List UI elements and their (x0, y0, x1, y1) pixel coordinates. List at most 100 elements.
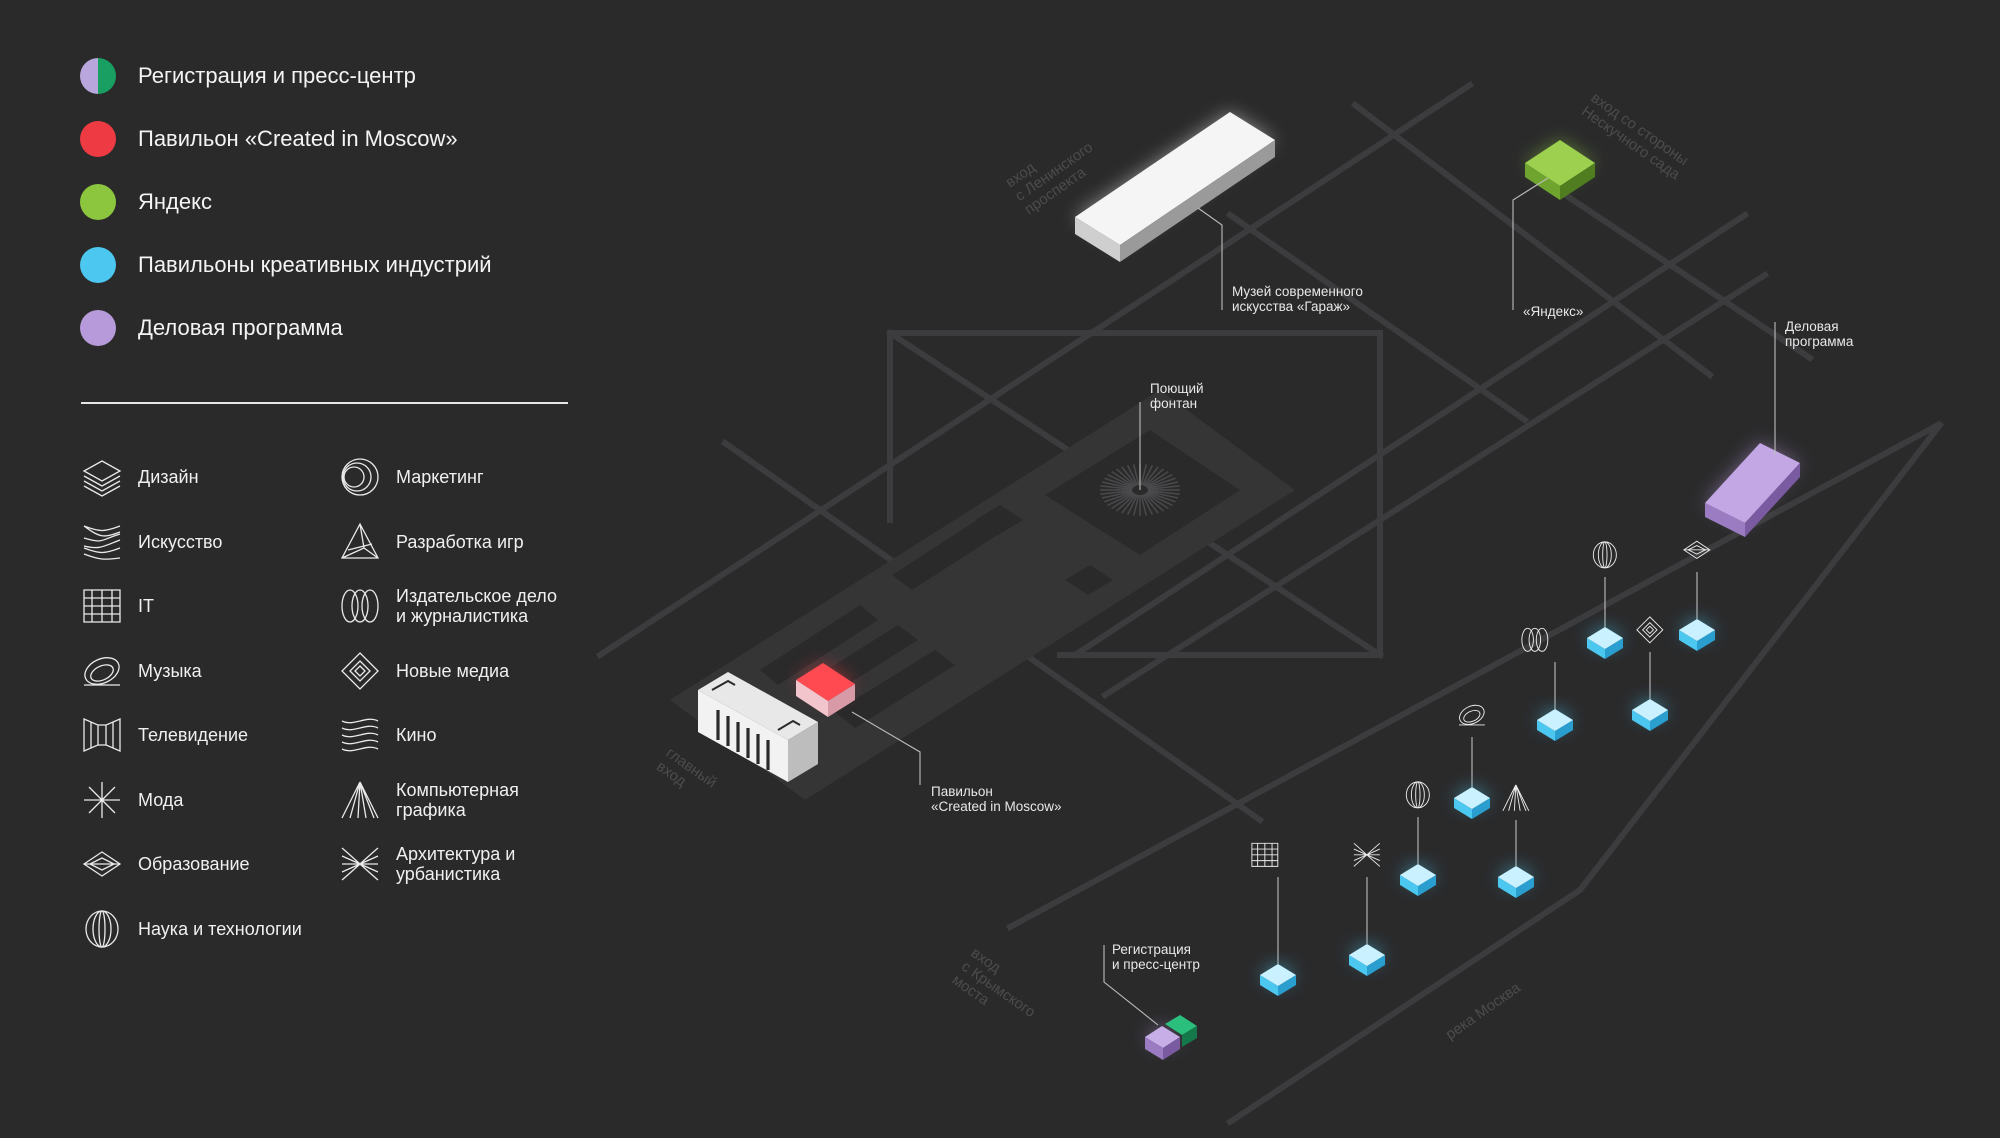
creative-pavilion (1679, 540, 1715, 651)
fountain-ray (1143, 466, 1159, 487)
industry-legend-item: Кино (338, 713, 437, 757)
fountain-ray (1100, 485, 1133, 490)
industry-legend-item: IT (80, 584, 154, 628)
crossing-lines-icon (1353, 842, 1381, 867)
fountain-ray (1146, 477, 1176, 489)
fountain-ray (1104, 477, 1134, 489)
wave-lines-icon (338, 713, 382, 757)
grid-perspective-icon (1251, 842, 1279, 867)
ring-disc-icon (1458, 704, 1485, 726)
nested-diamond-icon (1636, 616, 1664, 644)
industry-label: Архитектура и урбанистика (396, 844, 516, 884)
industry-legend-item: Искусство (80, 520, 222, 564)
fountain-ray (1141, 494, 1154, 516)
zone-label: Яндекс (138, 188, 212, 214)
fountain-ray (1104, 491, 1134, 503)
industry-legend-item: Издательское дело и журналистика (338, 584, 557, 628)
fountain-ray (1126, 464, 1139, 486)
fountain-ray (1133, 464, 1140, 486)
registration-press-center (1145, 1015, 1197, 1060)
industry-label: Мода (138, 789, 184, 810)
orbit-icon (1592, 541, 1617, 569)
fountain-ray (1147, 490, 1179, 499)
industry-legend-item: Архитектура и урбанистика (338, 842, 515, 886)
industry-legend-item: Маркетинг (338, 455, 484, 499)
zone-label: Павильон «Created in Moscow» (138, 125, 458, 151)
industry-label: Компьютерная графика (396, 779, 519, 820)
industry-legend-item: Компьютерная графика (338, 778, 519, 822)
zone-color-dot (80, 183, 116, 220)
ring-disc-icon (80, 649, 124, 693)
zone-legend-item: Павильоны креативных индустрий (80, 233, 492, 296)
creative-pavilion (1498, 784, 1534, 898)
fountain-ray (1144, 493, 1165, 512)
nested-diamond-icon (338, 649, 382, 693)
industry-legend-item: Образование (80, 842, 250, 886)
fountain-ray (1143, 493, 1159, 514)
singing-fountain (1100, 464, 1180, 516)
industry-legend-item: Телевидение (80, 713, 248, 757)
grid-perspective-icon (80, 584, 124, 628)
fountain-ray (1101, 481, 1133, 490)
industry-legend-item: Наука и технологии (80, 907, 302, 951)
creative-pavilion (1587, 541, 1623, 659)
concentric-circles-icon (338, 455, 382, 499)
fountain-ray (1100, 490, 1133, 495)
business-program-pavilion (1705, 443, 1800, 537)
pyramid-icon (338, 520, 382, 564)
zone-legend-item: Яндекс (80, 170, 492, 233)
industry-label: Телевидение (138, 725, 249, 745)
fountain-ray (1146, 474, 1173, 488)
fountain-ray (1121, 466, 1137, 487)
industry-label: Дизайн (138, 467, 199, 487)
fountain-ray (1126, 494, 1139, 516)
fountain-ray (1141, 464, 1154, 486)
fountain-ray (1115, 468, 1136, 487)
fountain-ray (1147, 485, 1180, 490)
main-entrance-building (698, 672, 818, 782)
industry-label: Кино (396, 725, 437, 745)
fountain-ray (1111, 470, 1135, 488)
crossing-lines-icon (338, 842, 382, 886)
created-label: Павильон«Created in Moscow» (931, 784, 1062, 814)
zone-label: Деловая программа (138, 314, 343, 340)
industry-label: Новые медиа (396, 660, 510, 681)
pages-icon (1521, 627, 1549, 652)
fountain-ray (1146, 491, 1176, 503)
industry-legend-item: Разработка игр (338, 520, 524, 564)
created-in-moscow-pavilion (796, 663, 855, 717)
fan-lines-icon (338, 778, 382, 822)
fountain-ray (1111, 492, 1135, 510)
fountain-ray (1140, 464, 1147, 486)
industry-label: IT (138, 596, 154, 616)
industry-label: Музыка (138, 660, 202, 681)
neskuchny-entrance-label: вход со стороныНескучного сада (1578, 89, 1693, 183)
industry-label: Искусство (138, 531, 223, 552)
industry-legend-item: Дизайн (80, 455, 199, 499)
leader-lines (851, 177, 1776, 1026)
fountain-ray (1115, 493, 1136, 512)
krymsky-entrance-label: входс Крымскогомоста (949, 944, 1048, 1034)
yandex-label: «Яндекс» (1523, 304, 1583, 319)
road-grid (595, 80, 1945, 1127)
fountain-ray (1107, 474, 1134, 488)
creative-pavilion (1400, 781, 1436, 896)
fountain-ray (1107, 492, 1134, 506)
legend-divider (81, 402, 568, 404)
river-label: река Москва (1443, 979, 1525, 1043)
fountain-ray (1144, 468, 1165, 487)
industry-legend-item: Музыка (80, 649, 202, 693)
industry-legend-item: Мода (80, 778, 183, 822)
zone-legend-item: Павильон «Created in Moscow» (80, 107, 492, 170)
zone-color-dot (80, 120, 116, 157)
twisted-ribbon-icon (80, 520, 124, 564)
industry-legend-item: Новые медиа (338, 649, 509, 693)
industry-label: Разработка игр (396, 531, 524, 552)
